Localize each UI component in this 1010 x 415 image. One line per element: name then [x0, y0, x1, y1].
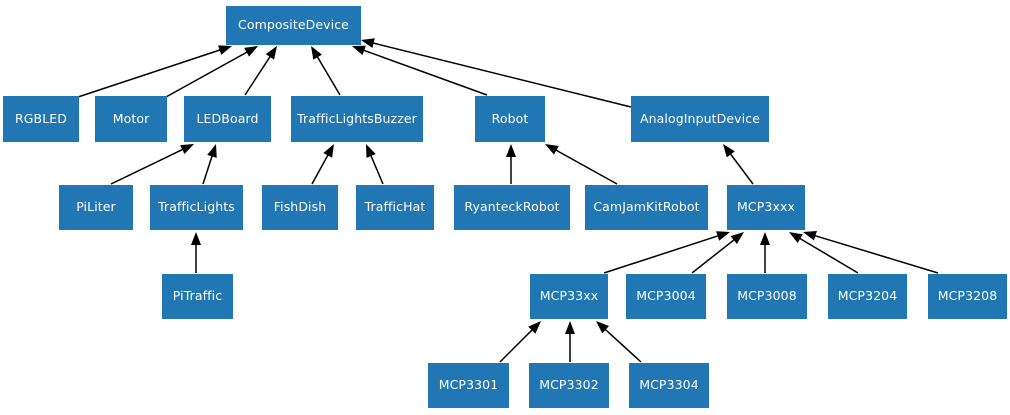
class-node-label: FishDish	[273, 199, 327, 215]
class-node-trafficlights[interactable]: TrafficLights	[150, 185, 243, 230]
inheritance-edge	[311, 144, 334, 185]
inheritance-edge	[723, 144, 754, 185]
arrow-head-icon	[352, 45, 366, 56]
arrow-head-icon	[789, 232, 803, 243]
class-node-mcp33xx[interactable]: MCP33xx	[530, 274, 608, 319]
class-node-label: TrafficHat	[364, 199, 426, 215]
inheritance-edge	[596, 321, 642, 363]
class-node-label: Motor	[112, 110, 150, 126]
inheritance-edge	[244, 46, 277, 96]
inheritance-edge	[760, 232, 770, 273]
arrow-head-icon	[366, 144, 376, 158]
inheritance-edge	[603, 231, 730, 274]
class-node-label: LEDBoard	[196, 110, 259, 126]
class-node-mcp3004[interactable]: MCP3004	[626, 274, 706, 319]
class-node-ledboard[interactable]: LEDBoard	[184, 96, 271, 142]
class-node-compositedevice[interactable]: CompositeDevice	[226, 6, 361, 45]
class-node-mcp3208[interactable]: MCP3208	[928, 274, 1007, 319]
class-node-label: Robot	[491, 110, 529, 126]
inheritance-edge	[545, 144, 618, 185]
class-node-label: MCP3204	[837, 288, 898, 304]
class-node-motor[interactable]: Motor	[95, 96, 167, 142]
arrow-head-icon	[803, 230, 817, 241]
class-node-trafficlightsbuzzer[interactable]: TrafficLightsBuzzer	[291, 96, 423, 142]
arrow-head-icon	[207, 144, 217, 158]
class-node-label: MCP3301	[438, 377, 499, 393]
class-node-label: MCP33xx	[539, 288, 599, 304]
class-node-pitraffic[interactable]: PiTraffic	[162, 274, 233, 319]
inheritance-edge	[191, 232, 201, 273]
class-node-mcp3xxx[interactable]: MCP3xxx	[727, 185, 805, 230]
class-node-label: RyanteckRobot	[464, 199, 560, 215]
class-node-fishdish[interactable]: FishDish	[262, 185, 338, 230]
class-node-label: PiTraffic	[172, 288, 223, 304]
inheritance-edge	[506, 144, 516, 184]
inheritance-edge	[366, 144, 384, 185]
class-node-traffichat[interactable]: TrafficHat	[356, 185, 434, 230]
arrow-head-icon	[361, 38, 375, 48]
inheritance-edge	[803, 230, 939, 274]
arrow-head-icon	[528, 321, 541, 334]
class-node-label: PiLiter	[76, 199, 116, 215]
class-node-label: MCP3208	[937, 288, 998, 304]
inheritance-edge	[311, 46, 341, 96]
class-node-camjamkitrobot[interactable]: CamJamKitRobot	[585, 185, 708, 230]
inheritance-edge	[110, 144, 194, 185]
arrow-head-icon	[218, 45, 232, 55]
class-node-label: MCP3302	[539, 377, 599, 393]
inheritance-edge	[202, 144, 217, 185]
class-node-mcp3008[interactable]: MCP3008	[727, 274, 807, 319]
arrow-head-icon	[716, 231, 730, 241]
class-node-label: AnalogInputDevice	[639, 110, 760, 126]
arrow-head-icon	[180, 144, 194, 155]
class-node-mcp3302[interactable]: MCP3302	[529, 363, 609, 408]
arrow-head-icon	[311, 46, 322, 60]
arrow-head-icon	[760, 232, 770, 245]
class-node-mcp3204[interactable]: MCP3204	[828, 274, 907, 319]
class-node-label: MCP3304	[639, 377, 699, 393]
arrow-head-icon	[730, 232, 744, 244]
class-node-mcp3301[interactable]: MCP3301	[428, 363, 509, 408]
class-node-label: CamJamKitRobot	[593, 199, 700, 215]
class-node-analoginputdevice[interactable]: AnalogInputDevice	[631, 96, 769, 142]
class-node-label: MCP3004	[636, 288, 696, 304]
inheritance-edge	[789, 232, 859, 274]
arrow-head-icon	[506, 144, 516, 157]
arrow-head-icon	[265, 46, 277, 60]
arrow-head-icon	[565, 321, 575, 334]
arrow-head-icon	[244, 46, 258, 57]
arrow-head-icon	[323, 144, 334, 158]
class-node-label: TrafficLights	[158, 199, 235, 215]
class-node-label: CompositeDevice	[238, 17, 349, 33]
arrow-head-icon	[545, 144, 559, 155]
class-node-piliter[interactable]: PiLiter	[59, 185, 133, 230]
class-node-label: TrafficLightsBuzzer	[297, 110, 417, 126]
class-node-mcp3304[interactable]: MCP3304	[629, 363, 709, 408]
class-node-label: MCP3xxx	[737, 199, 795, 215]
inheritance-edge	[691, 232, 744, 274]
inheritance-edge	[352, 45, 488, 96]
inheritance-edge	[165, 46, 258, 98]
arrow-head-icon	[596, 321, 609, 334]
class-node-ryantecrobot[interactable]: RyanteckRobot	[454, 185, 570, 230]
class-node-label: MCP3008	[737, 288, 797, 304]
inheritance-edge	[77, 45, 232, 98]
arrow-head-icon	[723, 144, 735, 158]
inheritance-edge	[499, 321, 541, 363]
class-node-rgbled[interactable]: RGBLED	[3, 96, 79, 142]
class-node-robot[interactable]: Robot	[475, 96, 545, 142]
arrow-head-icon	[191, 232, 201, 245]
inheritance-edge	[565, 321, 575, 362]
class-node-label: RGBLED	[14, 110, 68, 126]
